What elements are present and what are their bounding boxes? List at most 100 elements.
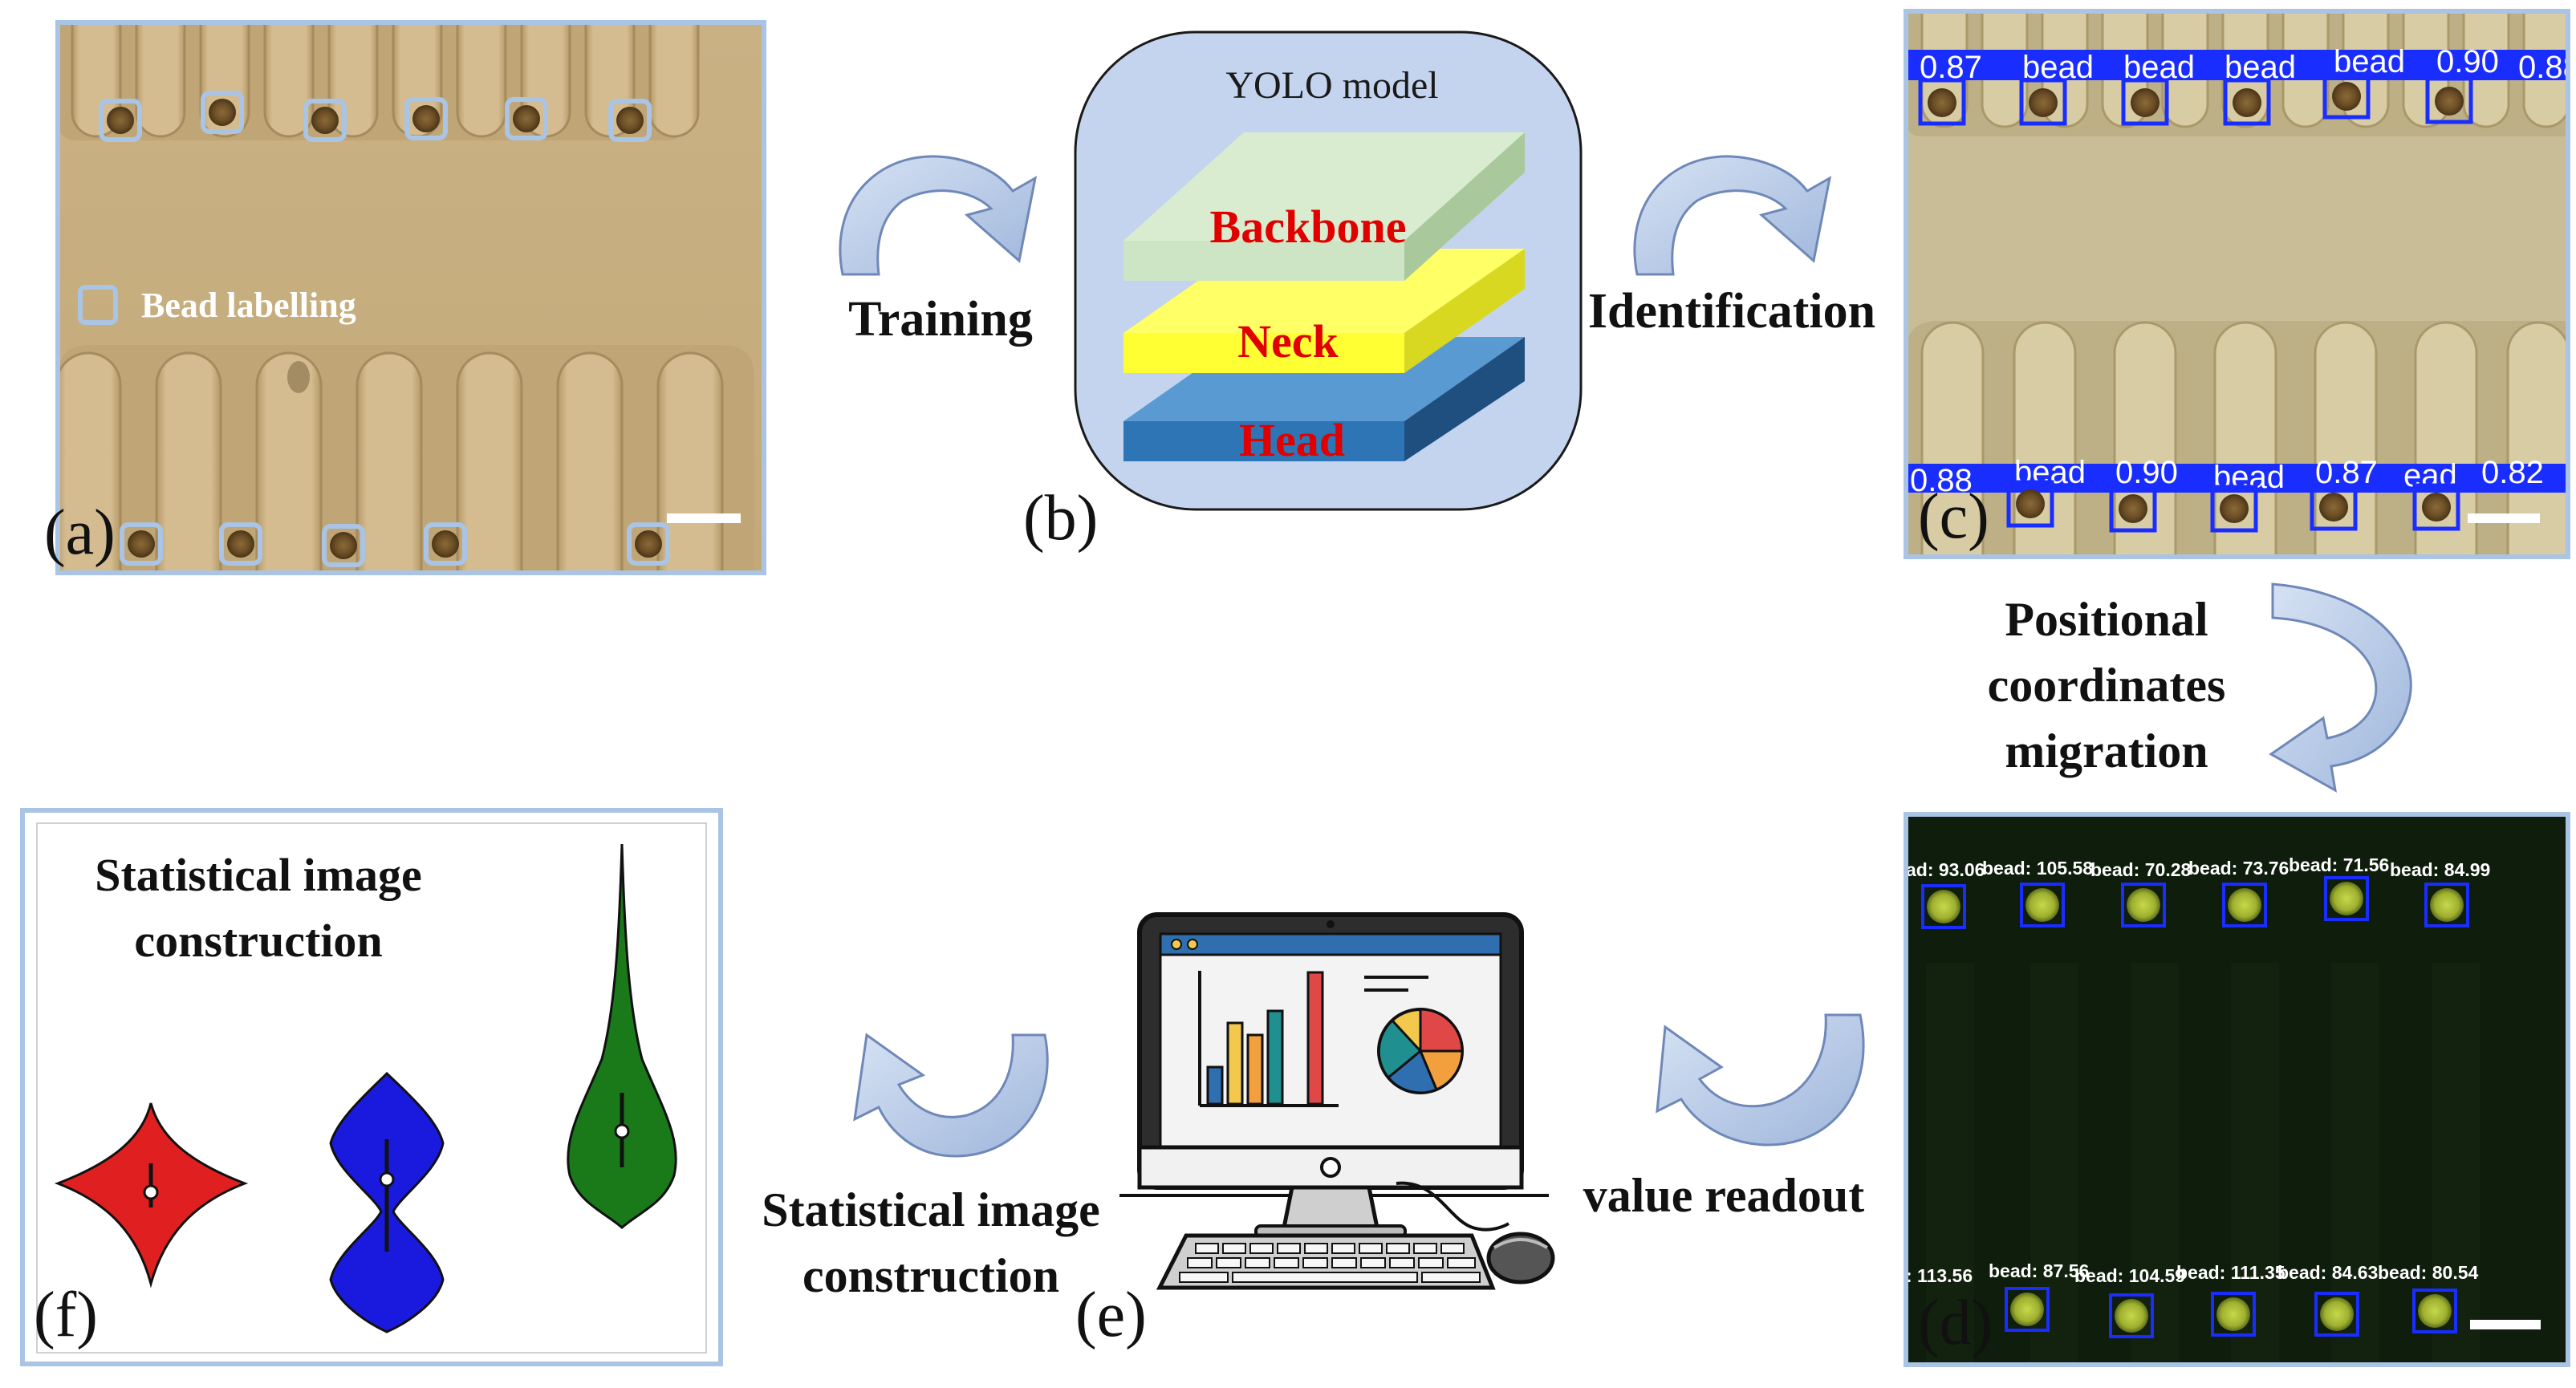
pie-chart-icon bbox=[1364, 976, 1464, 1094]
detection-box bbox=[2310, 483, 2358, 531]
panel-e: (e) bbox=[1075, 912, 1555, 1350]
detection-box bbox=[2322, 71, 2371, 120]
detected-beads-top bbox=[1918, 71, 2473, 126]
panel-a-border bbox=[55, 20, 766, 575]
top-microchannels bbox=[58, 22, 700, 140]
detection-box bbox=[2109, 1293, 2154, 1338]
panel-f-label: (f) bbox=[34, 1280, 98, 1350]
violin-red bbox=[54, 1102, 249, 1289]
detection-box bbox=[2324, 876, 2369, 921]
panel-f-title-line-2: construction bbox=[134, 915, 382, 967]
bead bbox=[201, 91, 244, 134]
panel-f-title-line-1: Statistical image bbox=[95, 849, 422, 901]
fluorescent-beads-top bbox=[1921, 876, 2469, 929]
scale-bar-icon bbox=[2468, 513, 2540, 523]
detection-label: 0.90 bbox=[2115, 455, 2178, 490]
detection-box bbox=[2222, 883, 2267, 927]
detection-label: 0.82 bbox=[2481, 455, 2544, 490]
detected-beads-bottom bbox=[2006, 480, 2460, 533]
detection-box bbox=[2006, 480, 2054, 528]
identification-label: Identification bbox=[1588, 284, 1875, 339]
curved-arrow-icon bbox=[839, 155, 1038, 276]
bead bbox=[322, 524, 365, 567]
intensity-value: bead: 104.59 bbox=[2074, 1265, 2185, 1286]
detection-label: 0.88 bbox=[1910, 463, 1973, 498]
training-step: Training bbox=[839, 155, 1038, 347]
violin-green bbox=[567, 843, 677, 1229]
bead bbox=[627, 522, 670, 566]
intensity-value: bead: 84.63 bbox=[2277, 1262, 2378, 1283]
detection-label: 0.90 bbox=[2436, 44, 2499, 79]
computer-icon bbox=[1137, 912, 1524, 1239]
panel-a: Bead labelling (a) bbox=[44, 20, 766, 575]
panel-d-border bbox=[1904, 812, 2570, 1367]
bead bbox=[120, 522, 163, 566]
bead bbox=[99, 99, 142, 142]
panel-a-label: (a) bbox=[44, 497, 116, 568]
detection-box bbox=[2109, 485, 2157, 533]
statistics-label-line-1: Statistical image bbox=[762, 1183, 1100, 1236]
bead bbox=[303, 99, 347, 142]
curved-arrow-icon bbox=[1633, 155, 1832, 276]
panel-d-label: (d) bbox=[1918, 1288, 1993, 1358]
intensity-value: bead: 105.58 bbox=[1982, 858, 2093, 879]
detection-box bbox=[2412, 483, 2460, 531]
intensity-value: : 113.56 bbox=[1906, 1265, 1973, 1286]
scale-bar-icon bbox=[2470, 1320, 2541, 1329]
bead bbox=[505, 97, 548, 140]
panel-b-label: (b) bbox=[1023, 483, 1098, 554]
migration-label-line-1: Positional bbox=[2005, 593, 2208, 646]
identification-step: Identification bbox=[1588, 155, 1875, 339]
migration-label-line-2: coordinates bbox=[1988, 659, 2226, 712]
backbone-label: Backbone bbox=[1210, 201, 1407, 253]
detection-box bbox=[2412, 1289, 2457, 1333]
detection-box bbox=[2424, 883, 2469, 927]
panel-e-label: (e) bbox=[1075, 1280, 1147, 1350]
detection-box bbox=[2314, 1292, 2359, 1337]
readout-step: value readout bbox=[1583, 1013, 1865, 1222]
detection-box bbox=[2210, 485, 2258, 533]
panel-f: Statistical image construction (f) bbox=[20, 808, 723, 1366]
legend-box-icon bbox=[78, 285, 118, 325]
labelled-beads-bottom bbox=[120, 522, 670, 567]
panel-c: 0.87 bead bead bead bead 0.90 0.88 0.88 bbox=[1904, 9, 2570, 559]
detection-box bbox=[1921, 884, 1966, 929]
panel-b: YOLO model Head Neck Backbone (b) bbox=[1023, 30, 1583, 554]
bead bbox=[219, 522, 262, 566]
training-label: Training bbox=[848, 292, 1033, 347]
detection-box bbox=[2019, 78, 2067, 126]
keyboard-icon bbox=[1156, 1233, 1496, 1290]
curved-arrow-icon bbox=[2269, 582, 2412, 793]
detection-box bbox=[2121, 883, 2166, 927]
intensity-value: bead: 84.99 bbox=[2390, 859, 2490, 880]
readout-label: value readout bbox=[1583, 1169, 1865, 1222]
statistics-label-line-2: construction bbox=[802, 1249, 1059, 1302]
neck-label: Neck bbox=[1237, 315, 1339, 367]
intensity-value: ad: 93.06 bbox=[1906, 859, 1985, 880]
intensity-value: bead: 70.28 bbox=[2090, 859, 2191, 880]
panel-d: ad: 93.06 bead: 105.58 bead: 70.28 bead:… bbox=[1904, 812, 2570, 1367]
intensity-value: bead: 71.56 bbox=[2289, 854, 2389, 875]
yolo-model-title: YOLO model bbox=[1225, 64, 1438, 107]
panel-c-border bbox=[1904, 9, 2570, 559]
detection-label-bar-top bbox=[1906, 50, 2568, 80]
migration-label-line-3: migration bbox=[2005, 724, 2208, 777]
detection-box bbox=[2211, 1292, 2256, 1337]
bar-chart-icon bbox=[1198, 971, 1339, 1107]
statistics-step: Statistical image construction bbox=[762, 1033, 1100, 1302]
migration-step: Positional coordinates migration bbox=[1988, 582, 2412, 793]
intensity-value: bead: 87.56 bbox=[1989, 1260, 2089, 1281]
detection-box bbox=[1918, 78, 1966, 126]
detection-box bbox=[2005, 1287, 2050, 1332]
detection-label: bead bbox=[2213, 460, 2285, 495]
intensity-value: bead: 111.35 bbox=[2176, 1262, 2285, 1283]
scale-bar-icon bbox=[667, 513, 741, 523]
intensity-value: bead: 80.54 bbox=[2378, 1262, 2478, 1283]
detection-box bbox=[2425, 76, 2473, 124]
mouse-icon bbox=[1396, 1181, 1555, 1285]
fluorescent-beads-bottom bbox=[2005, 1287, 2457, 1338]
bead bbox=[608, 99, 652, 142]
bead bbox=[424, 522, 467, 566]
detection-label: bead bbox=[2014, 455, 2086, 490]
